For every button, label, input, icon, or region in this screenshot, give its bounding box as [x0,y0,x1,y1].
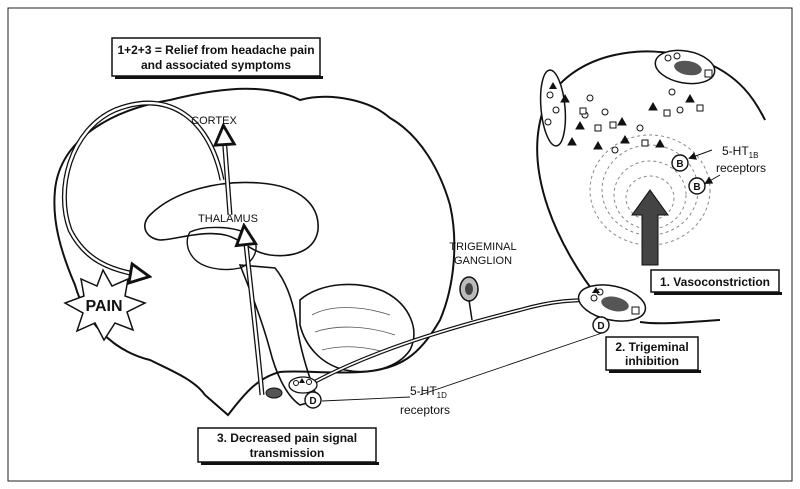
step-1-label: 1. Vasoconstriction [660,275,770,289]
svg-text:D: D [309,396,316,407]
vasoconstriction-arrow [632,190,668,265]
ganglion-core [465,283,473,295]
svg-text:B: B [676,159,683,170]
trigeminal-ganglion-label-2: GANGLION [454,255,512,267]
nerve-terminal-bottom [575,279,649,326]
step-3-label-2: transmission [250,446,325,460]
receptor-marker-d-1: D [593,317,609,333]
title-box-shadow [115,76,323,79]
receptor-1b-word: receptors [716,161,766,175]
pain-label: PAIN [85,298,122,315]
receptor-marker-d-2: D [305,392,321,408]
svg-text:D: D [597,321,604,332]
brainstem-nucleus [266,388,282,398]
trigeminal-nerve-inner [300,300,600,390]
trigeminal-ganglion-label-1: TRIGEMINAL [449,241,516,253]
cortex-label: CORTEX [191,115,237,127]
receptor-marker-b-2: B [689,178,705,194]
step-2-label-2: inhibition [625,354,679,368]
serotonin-molecules [561,89,703,153]
receptor-1d-pointer-2 [322,397,410,401]
nerve-terminal-brainstem [289,377,317,393]
step-3-box-shadow [201,462,379,465]
receptor-1b-pointer-1 [690,150,712,158]
step-2-label-1: 2. Trigeminal [615,340,688,354]
step-3-label-1: 3. Decreased pain signal [217,431,357,445]
cerebellum-folds [312,308,395,353]
ganglion-stalk [469,300,472,320]
step-2-box-shadow [609,370,701,373]
brain-outline [54,89,454,415]
receptor-1b-pointer-2 [706,175,720,183]
receptor-marker-b-1: B [672,155,688,171]
trigeminal-nerve-outer [300,300,600,390]
title-line-2: and associated symptoms [141,58,291,72]
receptor-1d-word: receptors [400,403,450,417]
thalamus-label: THALAMUS [198,213,258,225]
receptor-1b-label: 5-HT1B [722,144,758,160]
svg-text:B: B [693,182,700,193]
nerve-lower-right [640,320,720,323]
receptor-1d-label: 5-HT1D [410,384,447,400]
step-1-box-shadow [654,292,782,295]
cerebellum [300,284,414,371]
title-line-1: 1+2+3 = Relief from headache pain [117,43,314,57]
receptor-1d-pointer-1 [420,333,602,395]
